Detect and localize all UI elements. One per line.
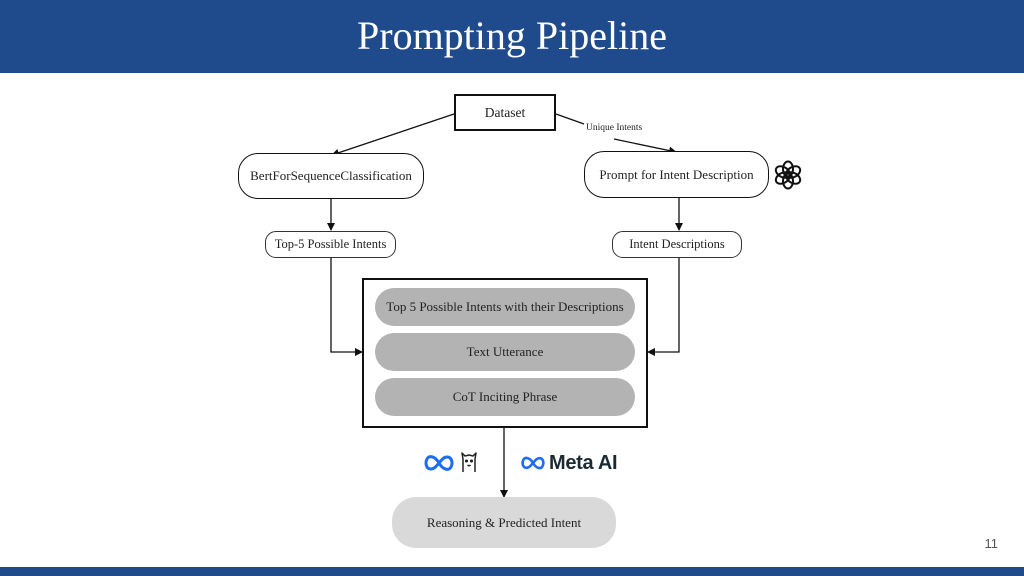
edge-dataset-to-unique-intents xyxy=(555,113,585,125)
page-number: 11 xyxy=(984,536,999,551)
node-text-utterance: Text Utterance xyxy=(375,333,635,371)
edge-label-unique-intents: Unique Intents xyxy=(586,123,643,133)
node-top5-with-descriptions: Top 5 Possible Intents with their Descri… xyxy=(375,288,635,326)
node-cot-inciting-phrase: CoT Inciting Phrase xyxy=(375,378,635,416)
meta-ai-logo-text: Meta AI xyxy=(549,451,618,474)
node-top5-possible-intents: Top-5 Possible Intents xyxy=(265,231,396,258)
llama-icon xyxy=(461,452,477,472)
node-bert: BertForSequenceClassification xyxy=(238,153,424,199)
meta-infinity-icon xyxy=(424,455,454,471)
node-prompt-intent-description: Prompt for Intent Description xyxy=(584,151,769,198)
node-intent-descriptions: Intent Descriptions xyxy=(612,231,742,258)
slide-footer-bar xyxy=(0,567,1024,576)
slide-header: Prompting Pipeline xyxy=(0,0,1024,73)
edge-dataset-to-bert xyxy=(331,113,455,157)
slide-title: Prompting Pipeline xyxy=(357,13,667,58)
edge-unique-intents-to-prompt xyxy=(613,138,677,155)
edge-top5-to-frame xyxy=(330,258,363,356)
node-dataset: Dataset xyxy=(454,94,556,131)
meta-ai-logo: Meta AI xyxy=(520,451,618,475)
node-reasoning-predicted-intent: Reasoning & Predicted Intent xyxy=(392,497,616,548)
edge-intent-desc-to-frame xyxy=(647,258,680,356)
meta-ai-logo-mark-icon xyxy=(521,456,545,470)
openai-icon xyxy=(774,160,802,190)
